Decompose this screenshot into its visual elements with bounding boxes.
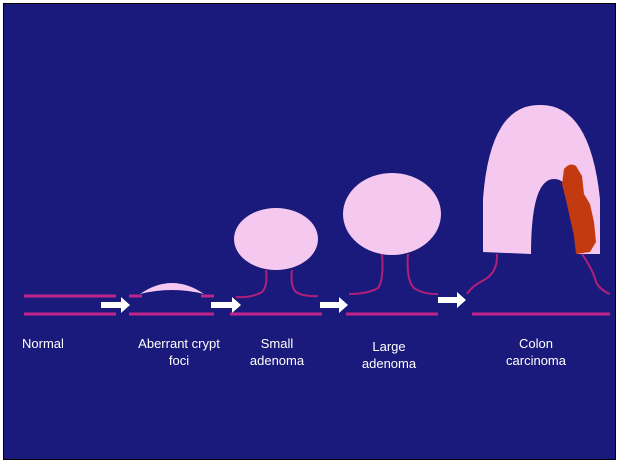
large-adenoma-tissue: [343, 173, 441, 314]
acf-growth: [140, 283, 204, 294]
colon-carcinoma-tissue: [467, 105, 610, 314]
arrow-2: [211, 297, 241, 313]
label-small-adenoma: Small adenoma: [242, 335, 312, 369]
label-normal: Normal: [22, 335, 82, 352]
progression-diagram: [4, 4, 617, 461]
label-aberrant-crypt-foci: Aberrant crypt foci: [124, 335, 234, 369]
small-adenoma-stalk-left: [236, 270, 267, 297]
carcinoma-stalk-right: [582, 254, 610, 294]
label-colon-carcinoma: Colon carcinoma: [496, 335, 576, 369]
label-large-adenoma: Large adenoma: [354, 338, 424, 372]
large-adenoma-stalk-right: [408, 254, 438, 294]
aberrant-crypt-foci-tissue: [129, 283, 214, 314]
large-adenoma-stalk-left: [349, 254, 383, 294]
small-adenoma-stalk-right: [292, 270, 319, 296]
large-adenoma-growth: [343, 173, 441, 255]
carcinoma-stalk-left: [467, 254, 497, 294]
arrow-3: [320, 297, 348, 313]
arrow-4: [438, 292, 466, 308]
slide-background: Normal Aberrant crypt foci Small adenoma…: [3, 3, 616, 460]
small-adenoma-tissue: [230, 208, 322, 314]
small-adenoma-growth: [234, 208, 318, 270]
arrow-1: [101, 297, 130, 313]
